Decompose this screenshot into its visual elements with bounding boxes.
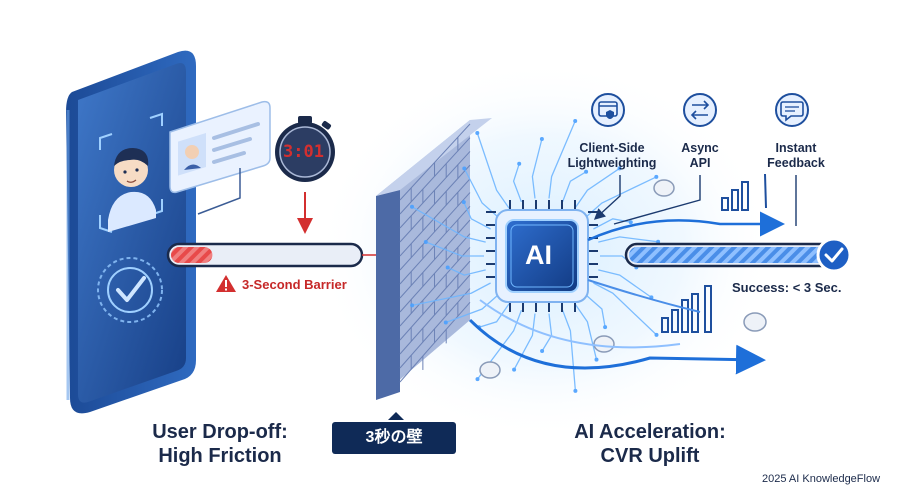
feature-instant-feedback-line2: Feedback [767,156,825,170]
success-label: Success: < 3 Sec. [732,280,842,295]
left-title-line1: User Drop-off: [152,421,288,443]
left-title: User Drop-off: High Friction [130,420,310,468]
client-side-lightweighting-icon [591,93,625,127]
feature-client-side-line1: Client-Side [579,141,645,155]
feature-async-api: Async API [664,141,736,171]
left-title-line2: High Friction [158,445,282,467]
feature-client-side-line2: Lightweighting [567,156,657,170]
acceleration-arrows [468,211,785,375]
footer-credit: 2025 AI KnowledgeFlow [762,473,881,485]
stopwatch-display: 3:01 [283,142,324,162]
feature-async-api-line2: API [689,156,711,170]
feature-instant-feedback: Instant Feedback [754,141,838,171]
success-progress-bar [624,242,834,268]
right-title: AI Acceleration: CVR Uplift [555,420,745,468]
ai-chip [486,200,598,312]
feature-async-api-line1: Async [681,141,719,155]
growth-chart-icon-lower [661,285,712,333]
growth-chart-icon [721,173,767,211]
user-avatar-icon [108,148,156,232]
wall-label: 3秒の壁 [332,422,456,454]
feature-instant-feedback-line1: Instant [775,141,817,155]
id-card-icon [169,100,271,194]
barrier-label: 3-Second Barrier [242,277,347,292]
stopwatch-icon [275,116,335,182]
friction-progress-bar [166,242,364,268]
feature-client-side: Client-Side Lightweighting [556,141,668,171]
right-title-line1: AI Acceleration: [574,421,726,443]
right-title-line2: CVR Uplift [600,445,700,467]
async-api-icon [683,93,717,127]
warning-triangle-icon [216,275,236,292]
success-check-icon [816,237,852,273]
verification-check-icon [97,257,163,323]
smartphone-illustration [66,50,196,414]
ai-chip-label: AI [525,240,552,270]
coin-icons [479,179,767,379]
instant-feedback-icon [775,93,809,127]
